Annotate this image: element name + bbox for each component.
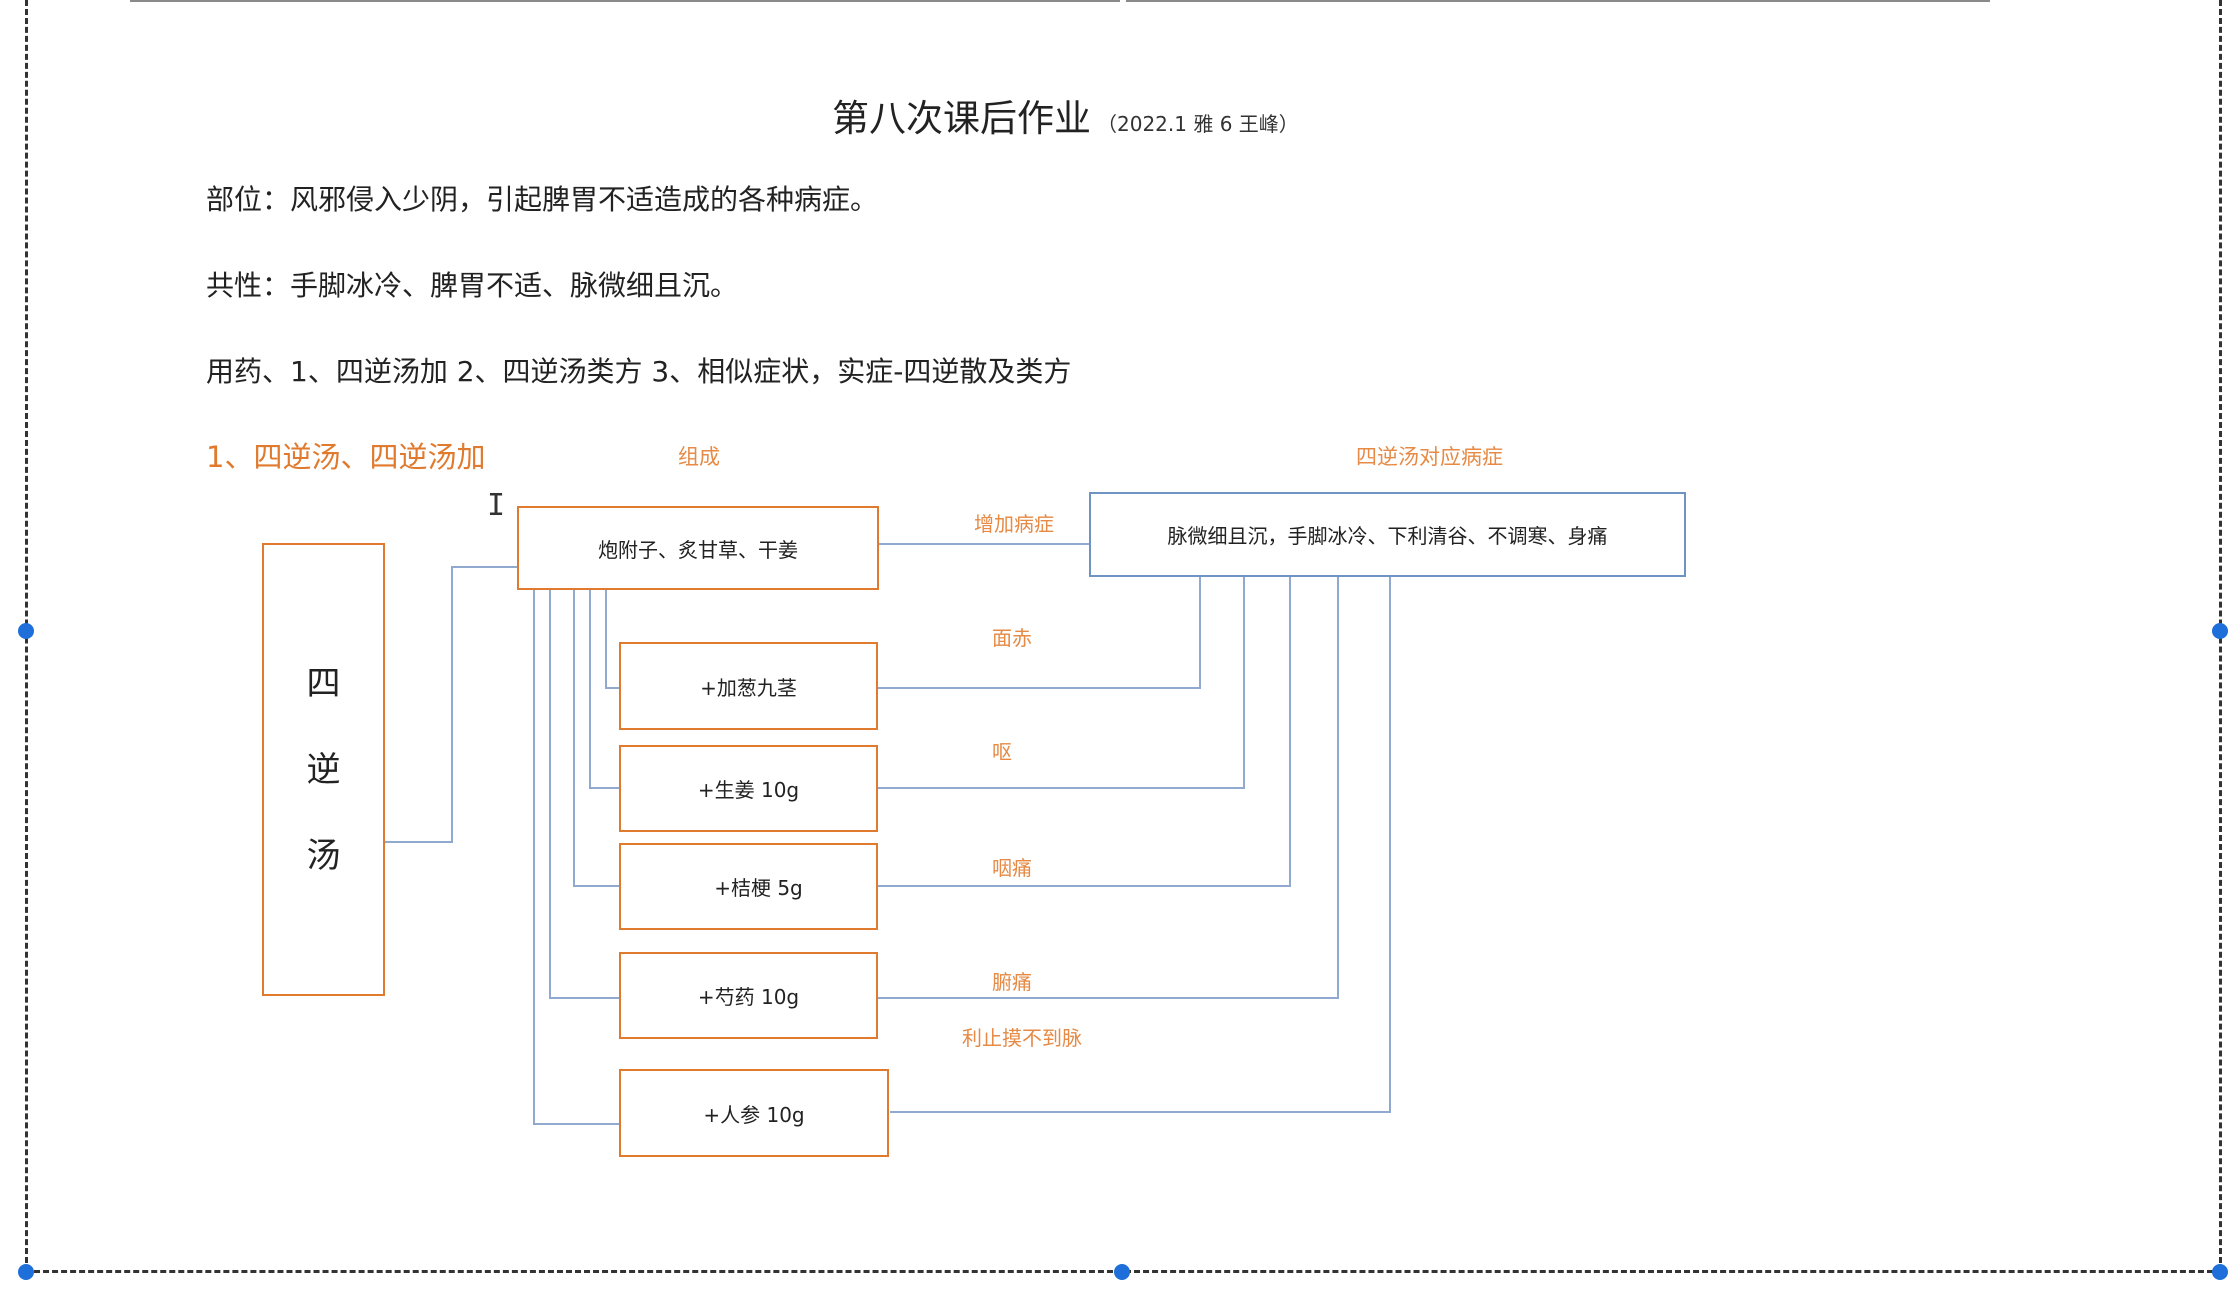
addition-label-4: +芍药 10g [697,985,800,1009]
resize-handle-bottom-left[interactable] [18,1264,34,1280]
addition-box-4[interactable]: +芍药 10g [619,952,878,1039]
root-char-1: 四 [306,663,341,704]
connector-add3-symptoms [878,576,1291,887]
connector-root-base [384,566,518,843]
paragraph-location: 部位：风邪侵入少阴，引起脾胃不适造成的各种病症。 [206,183,879,216]
root-box[interactable]: 四 逆 汤 [262,543,385,996]
edge-label-symptom-1: 面赤 [992,626,1032,650]
addition-box-5[interactable]: +人参 10g [619,1069,889,1157]
connector-base-add2 [589,588,620,789]
addition-label-1: +加葱九茎 [700,675,797,700]
root-char-2: 逆 [306,749,341,790]
addition-label-5: +人参 10g [703,1102,805,1127]
addition-box-2[interactable]: +生姜 10g [619,745,878,832]
resize-handle-left[interactable] [18,623,34,639]
connector-add1-symptoms [878,576,1201,689]
column-label-composition: 组成 [678,445,720,469]
connector-base-add1 [605,588,620,689]
edge-label-symptom-2: 呕 [992,740,1012,764]
connector-base-add5 [533,588,620,1125]
resize-handle-right[interactable] [2212,623,2228,639]
section-heading: 1、四逆汤、四逆汤加 [206,440,486,474]
resize-handle-bottom-right[interactable] [2212,1264,2228,1280]
paragraph-common: 共性：手脚冰冷、脾胃不适、脉微细且沉。 [206,269,739,302]
connector-base-add3 [573,588,620,887]
edge-label-symptom-5: 利止摸不到脉 [962,1026,1082,1050]
text-cursor-icon: I [487,488,506,523]
base-formula-text: 炮附子、炙甘草、干姜 [598,537,798,562]
base-symptoms-box[interactable]: 脉微细且沉，手脚冰冷、下利清谷、不调寒、身痛 [1089,492,1686,577]
title-subtitle: （2022.1 雅 6 王峰） [1097,112,1299,136]
root-char-3: 汤 [306,835,341,876]
edge-label-add: 增加病症 [974,512,1054,536]
addition-label-3: +桔梗 5g [714,876,803,900]
addition-box-3[interactable]: +桔梗 5g [619,843,878,930]
page-top-edge-left [130,0,1120,2]
addition-label-2: +生姜 10g [697,778,800,802]
addition-box-1[interactable]: +加葱九茎 [619,642,878,730]
paragraph-medication: 用药、1、四逆汤加 2、四逆汤类方 3、相似症状，实症-四逆散及类方 [206,355,1072,388]
connector-base-add4 [549,588,620,999]
connector-add4-symptoms [878,576,1339,999]
connector-add2-symptoms [878,576,1245,789]
resize-handle-bottom-center[interactable] [1114,1264,1130,1280]
title-main: 第八次课后作业 [832,97,1091,140]
edge-label-symptom-4: 腑痛 [992,970,1032,994]
edge-label-symptom-3: 咽痛 [992,856,1032,880]
base-formula-box[interactable]: 炮附子、炙甘草、干姜 [517,506,879,590]
connector-add5-symptoms [890,576,1391,1113]
document-title: 第八次课后作业（2022.1 雅 6 王峰） [832,88,1299,142]
page-top-edge-right [1126,0,1990,2]
base-symptoms-text: 脉微细且沉，手脚冰冷、下利清谷、不调寒、身痛 [1167,524,1608,548]
column-label-symptoms: 四逆汤对应病症 [1356,445,1503,469]
